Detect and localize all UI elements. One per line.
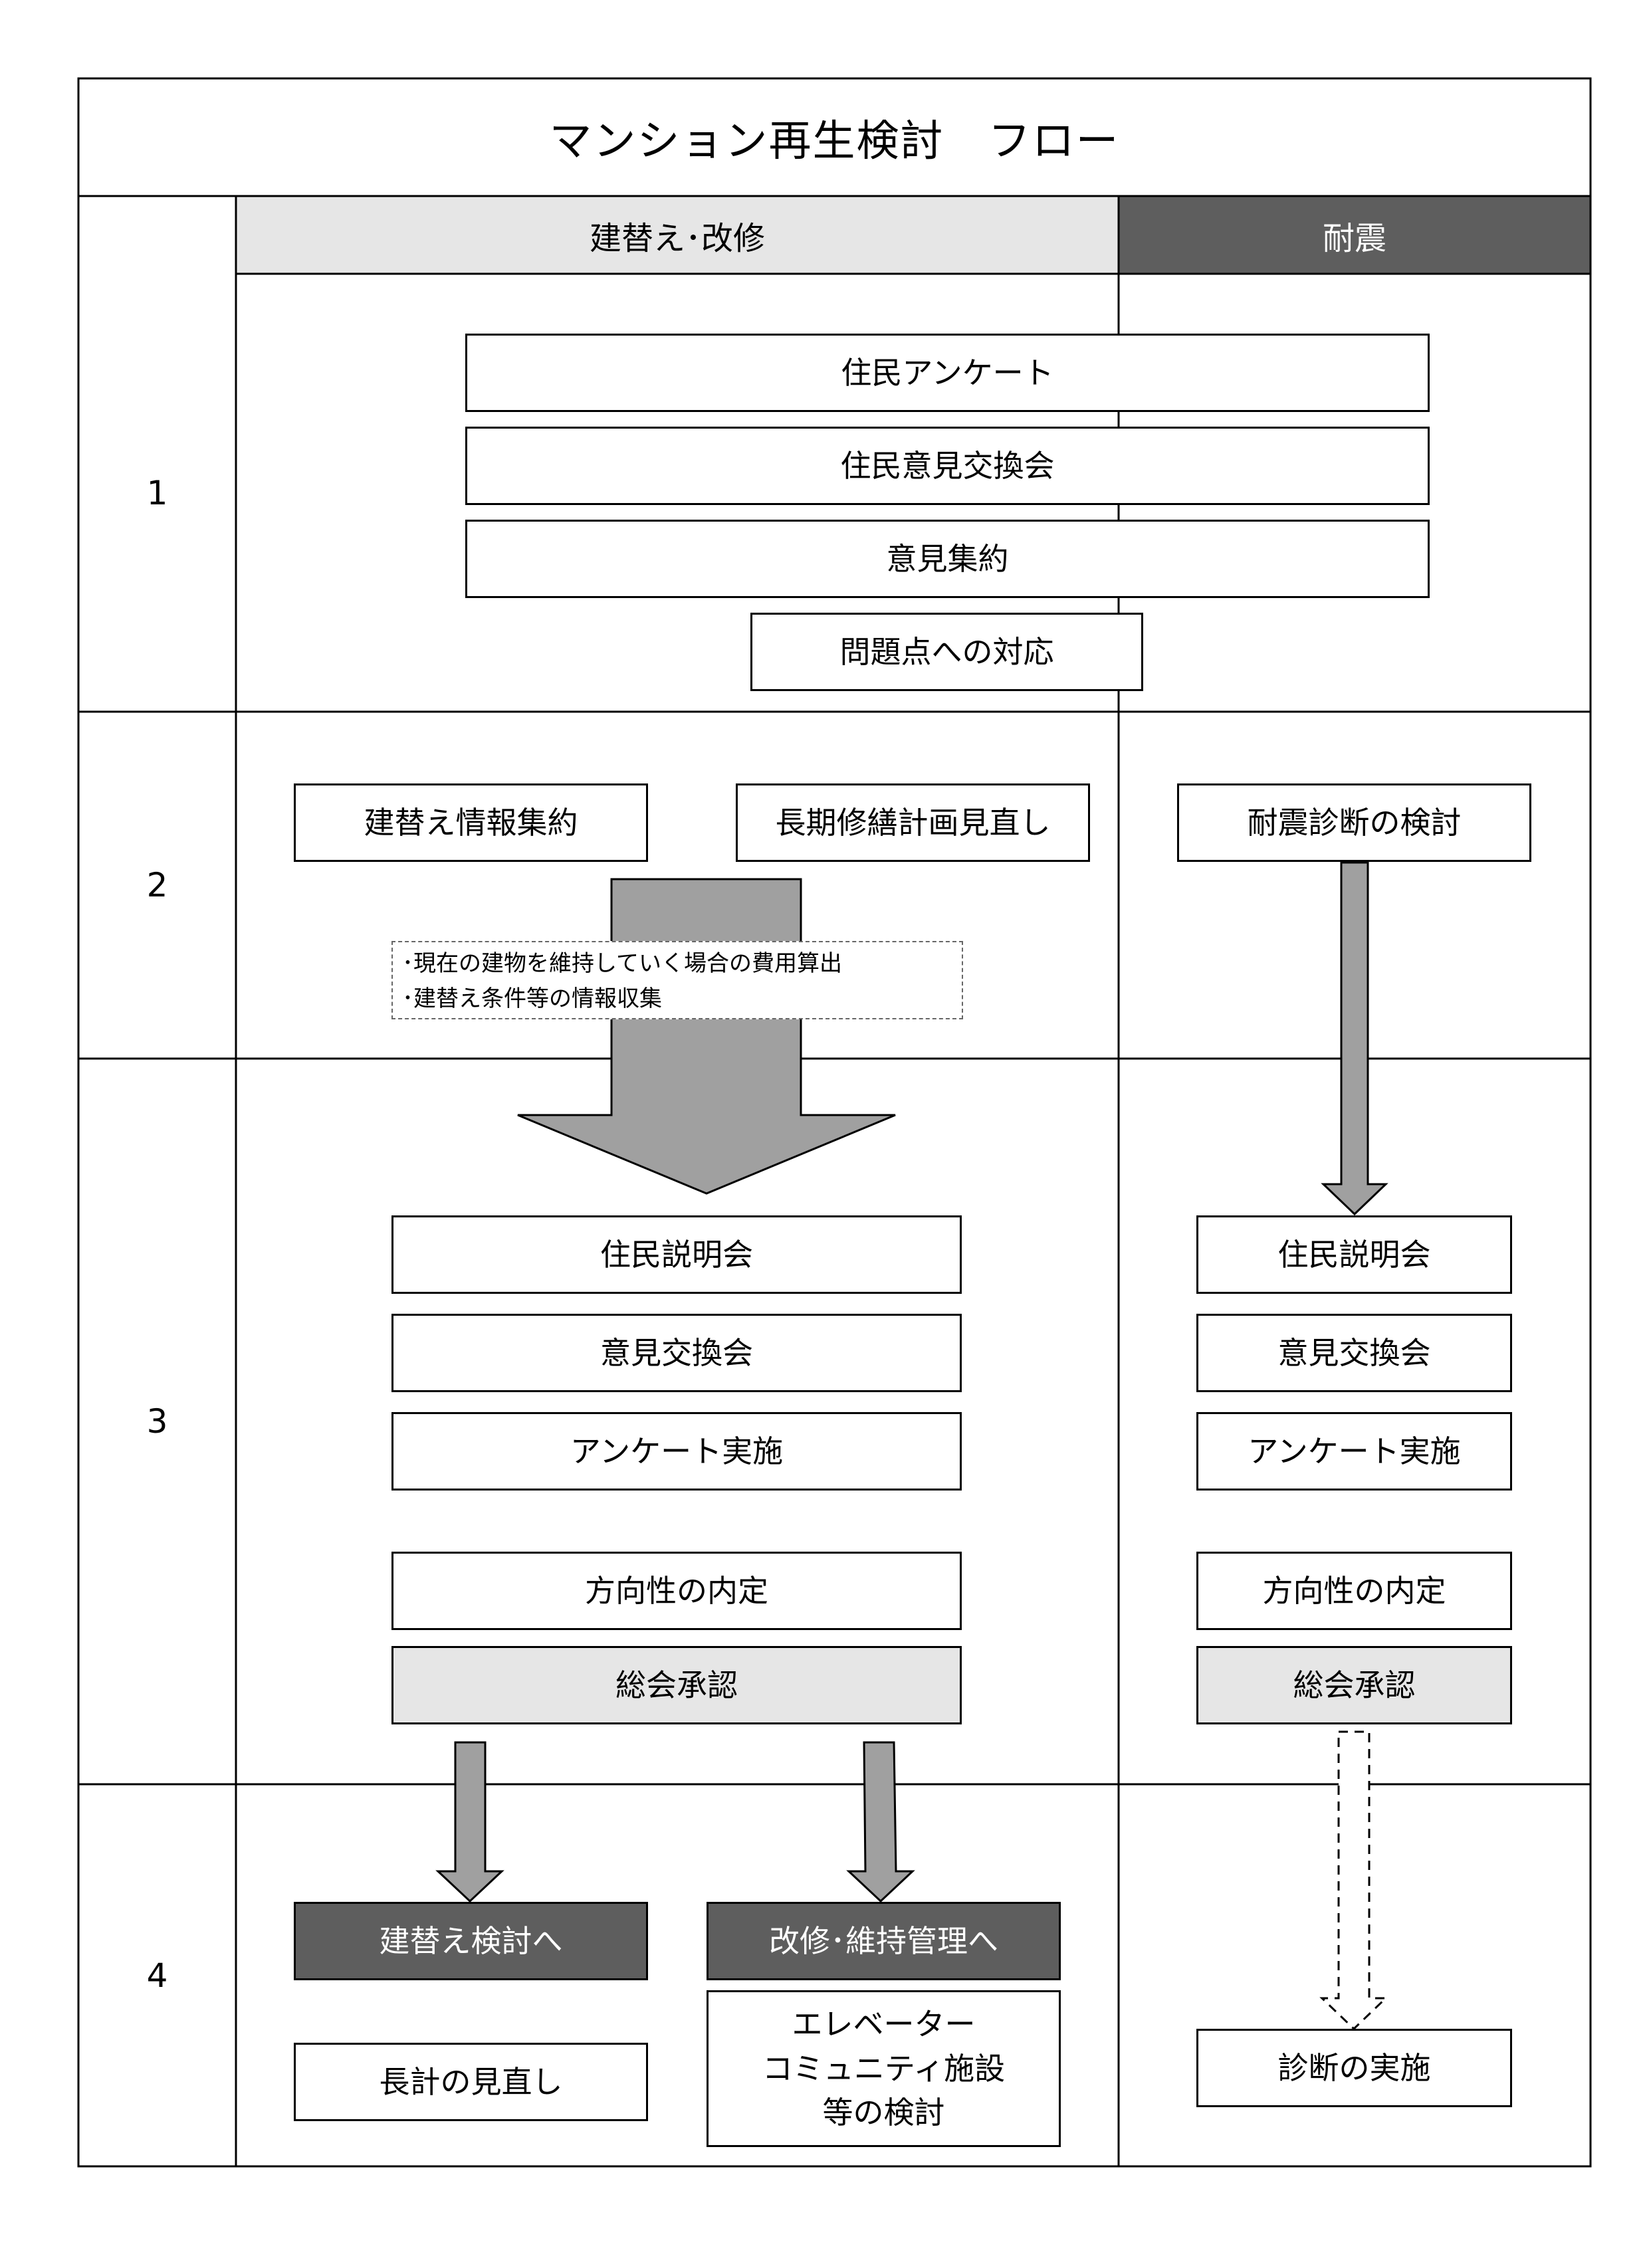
long-term-plan-review-box: 長期修繕計画見直し <box>736 783 1090 862</box>
right-briefing-box: 住民説明会 <box>1196 1215 1512 1294</box>
opinion-summary-box: 意見集約 <box>465 520 1430 598</box>
rebuild-down-arrow <box>435 1741 504 1903</box>
to-renovate-box: 改修･維持管理へ <box>707 1902 1061 1980</box>
facilities-review-box: エレベーター コミュニティ施設 等の検討 <box>707 1990 1061 2147</box>
facilities-line-elevator: エレベーター <box>792 2006 976 2042</box>
issue-response-box: 問題点への対応 <box>750 613 1143 691</box>
right-approval-box: 総会承認 <box>1196 1646 1512 1724</box>
left-approval-box: 総会承認 <box>391 1646 962 1724</box>
left-briefing-box: 住民説明会 <box>391 1215 962 1294</box>
facilities-line-community: コミュニティ施設 <box>762 2050 1006 2087</box>
to-rebuild-box: 建替え検討へ <box>294 1902 648 1980</box>
plan-review-box: 長計の見直し <box>294 2043 648 2121</box>
row-label-2: 2 <box>146 866 168 904</box>
column-header-rebuild-renovate: 建替え･改修 <box>589 219 765 257</box>
left-exchange-box: 意見交換会 <box>391 1314 962 1392</box>
row-label-3: 3 <box>146 1402 168 1441</box>
resident-exchange-box: 住民意見交換会 <box>465 427 1430 505</box>
seismic-down-arrow <box>1321 861 1388 1216</box>
row-label-4: 4 <box>146 1956 168 1995</box>
facilities-line-etc: 等の検討 <box>822 2095 945 2131</box>
right-direction-box: 方向性の内定 <box>1196 1552 1512 1630</box>
seismic-review-box: 耐震診断の検討 <box>1177 783 1531 862</box>
outer-frame <box>77 77 1592 2168</box>
stage2-notes: ･現在の建物を維持していく場合の費用算出 ･建替え条件等の情報収集 <box>391 941 963 1019</box>
left-survey-box: アンケート実施 <box>391 1412 962 1491</box>
diagnosis-box: 診断の実施 <box>1196 2029 1512 2107</box>
column-header-seismic: 耐震 <box>1322 219 1386 257</box>
right-exchange-box: 意見交換会 <box>1196 1314 1512 1392</box>
note-line-cost: ･現在の建物を維持していく場合の費用算出 <box>402 950 842 977</box>
header-fill-seismic <box>1119 196 1591 274</box>
page-title: マンション再生検討 フロー <box>549 116 1120 166</box>
note-line-info: ･建替え条件等の情報収集 <box>402 985 662 1012</box>
resident-survey-box: 住民アンケート <box>465 334 1430 412</box>
renovate-down-arrow <box>846 1741 915 1903</box>
rebuild-info-box: 建替え情報集約 <box>294 783 648 862</box>
diagnosis-dashed-arrow <box>1319 1730 1388 2031</box>
right-survey-box: アンケート実施 <box>1196 1412 1512 1491</box>
row-label-1: 1 <box>146 473 168 512</box>
left-direction-box: 方向性の内定 <box>391 1552 962 1630</box>
header-fill-rebuild <box>236 196 1119 274</box>
